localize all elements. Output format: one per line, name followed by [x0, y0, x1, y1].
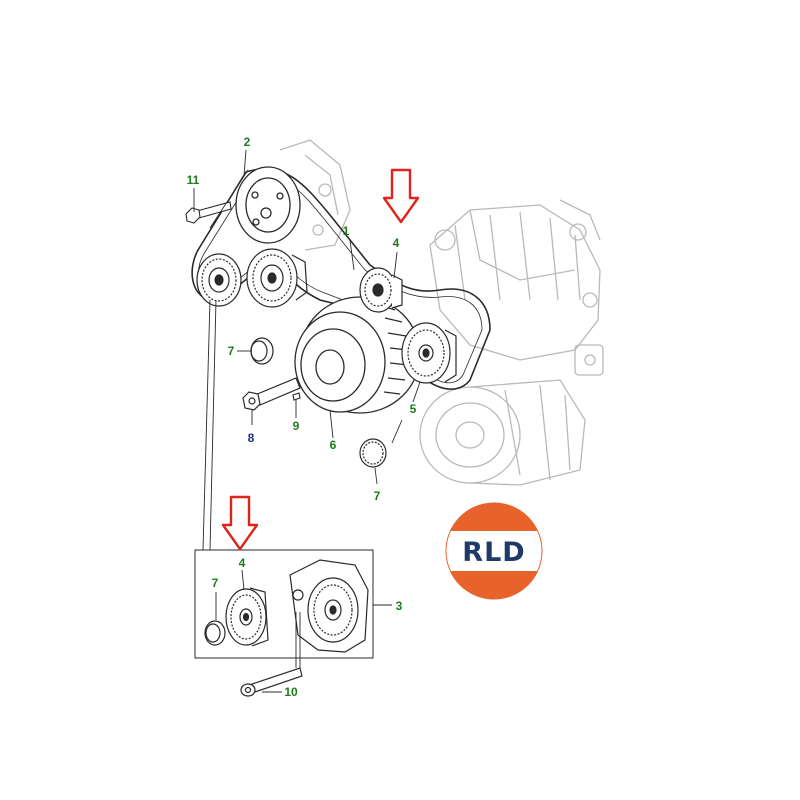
idler-pulley-left: [196, 253, 242, 307]
callout-7-inset: 7: [212, 576, 219, 590]
callout-10: 10: [284, 685, 298, 699]
down-arrow-icon: [382, 168, 420, 224]
callout-labels: 1 2 3 4 4 5 6 7 7 7 8 9 10 11: [187, 135, 417, 699]
callout-7-left: 7: [228, 344, 235, 358]
key-9: [292, 392, 301, 401]
callout-1: 1: [343, 224, 350, 238]
callout-4-inset: 4: [239, 556, 246, 570]
idler-pulley-4: [359, 267, 403, 313]
crankshaft-pulley-6: [294, 296, 421, 414]
callout-6: 6: [330, 438, 337, 452]
callout-2: 2: [244, 135, 251, 149]
down-arrow-icon: [221, 495, 259, 551]
inset-idler-pulley: [225, 587, 269, 647]
callout-8: 8: [248, 431, 255, 445]
logo-text: RLD: [462, 537, 525, 568]
callout-4-top: 4: [393, 236, 400, 250]
bolt-11: [185, 201, 232, 224]
idler-pulley-5: [401, 322, 457, 384]
tensioner-assembly-inset: [194, 549, 392, 668]
bolt-8: [242, 377, 301, 411]
dust-cap-bottom: [359, 438, 387, 468]
bolt-10: [240, 667, 303, 697]
dust-cap-left: [250, 337, 274, 365]
ghost-engine-components: [279, 139, 604, 486]
callout-11: 11: [187, 173, 200, 187]
callout-9: 9: [293, 419, 300, 433]
leader-lines: [193, 149, 421, 551]
inset-dust-cap: [204, 620, 226, 646]
inset-tensioner: [289, 559, 369, 653]
idler-pulley-right: [246, 248, 308, 308]
rld-logo: RLD: [445, 502, 543, 600]
callout-7-bottom: 7: [374, 489, 381, 503]
callout-3: 3: [396, 599, 403, 613]
callout-5: 5: [410, 402, 417, 416]
pulley-2: [235, 166, 301, 244]
